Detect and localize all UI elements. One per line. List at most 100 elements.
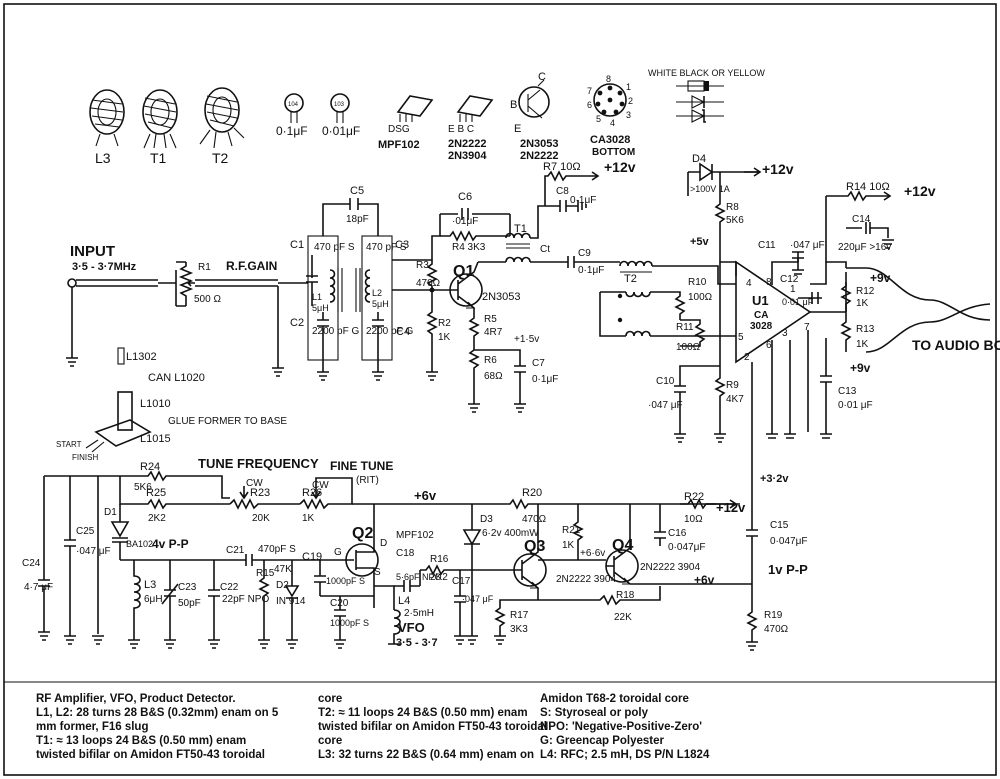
ic-pin-label: 6 (587, 100, 592, 110)
u1-pin: 2 (744, 352, 750, 363)
q4-transistor (605, 504, 660, 585)
r6-value: 68Ω (484, 371, 503, 382)
t1-label: T1 (514, 223, 527, 235)
v6-label: +6v (414, 488, 437, 503)
c2-value: 2200 pF G (312, 326, 359, 337)
r12-value: 1K (856, 298, 869, 309)
c5-value: 18pF (346, 214, 369, 225)
r5-resistor (468, 312, 480, 344)
ground-symbol (466, 634, 478, 645)
ground-symbol (514, 402, 526, 413)
r8-value: 5K6 (726, 215, 744, 226)
r15-value: 47K (274, 564, 292, 575)
c25-capacitor (64, 476, 76, 634)
u1-ic-amplifier (735, 260, 812, 364)
q1-type: 2N3053 (482, 291, 521, 303)
note-line: T2: ≈ 11 loops 24 B&S (0.50 mm) enam (318, 707, 528, 719)
l1-label: L1 (312, 292, 322, 302)
ground-symbol (64, 634, 76, 645)
c1-value: 470 pF S (314, 242, 355, 253)
arrow (744, 167, 762, 177)
r11-label: R11 (676, 322, 694, 333)
t2-transformer (599, 260, 680, 337)
r12-resistor (840, 282, 852, 312)
c24-value: 4·7 μF (24, 582, 53, 593)
can-pin-e: E (514, 123, 521, 135)
r19-resistor (746, 608, 758, 640)
c10-value: ·047 μF (648, 400, 683, 411)
note-line: G: Greencap Polyester (540, 735, 664, 747)
r23-potentiometer[interactable] (229, 486, 300, 510)
c13-value: 0·01 μF (838, 400, 873, 411)
d4-label: D4 (692, 153, 706, 165)
l1302-label: L1302 (126, 351, 157, 363)
toroid-l3-icon (89, 89, 125, 147)
diode-legend-icon (676, 80, 724, 123)
note-line: T1: ≈ 13 loops 24 B&S (0.50 mm) enam (36, 735, 247, 747)
r20-label: R20 (522, 487, 542, 499)
r14-label: R14 10Ω (846, 181, 890, 193)
ground-symbol (388, 640, 400, 645)
transistor-name-2: 2N3904 (448, 150, 487, 162)
c2-capacitor (317, 312, 329, 360)
q4-type: 2N2222 3904 (640, 562, 700, 573)
c11-value: ·047 μF (790, 240, 825, 251)
c1-capacitor (306, 255, 318, 306)
u1-pin: 4 (746, 278, 752, 289)
wire (825, 196, 847, 312)
input-freq-label: 3·5 - 3·7MHz (72, 261, 137, 273)
v6-label: +6v (694, 573, 715, 587)
r26-potentiometer[interactable] (299, 477, 353, 510)
cap-103-value: 0·01μF (322, 124, 360, 138)
coax-cable (195, 279, 278, 287)
ground-symbol (164, 639, 176, 649)
c17-capacitor (454, 570, 466, 634)
ic-pin-label: 7 (587, 86, 592, 96)
ground-symbol (317, 371, 329, 381)
input-coax-connector[interactable] (67, 278, 158, 355)
note-line: NPO: 'Negative-Positive-Zero' (540, 721, 703, 733)
u1-pin: 8 (766, 277, 772, 288)
q2-type: MPF102 (396, 530, 434, 541)
c16-value: 0·047μF (668, 542, 705, 553)
u1-pin: 7 (804, 322, 810, 333)
t2-icon-label: T2 (212, 150, 229, 166)
wire (322, 360, 379, 372)
c18-value: 5·6pF NPO (396, 572, 442, 582)
source-label: S (374, 567, 381, 578)
c24-capacitor (38, 476, 50, 630)
note-line: twisted bifilar on Amidon FT50-43 toroid… (36, 749, 265, 761)
c9-value: 0·1μF (578, 265, 604, 276)
c20-value: 1000pF S (330, 618, 369, 628)
r16-label: R16 (430, 554, 449, 565)
ground-symbol (746, 640, 758, 651)
c21-value: 470pF S (258, 544, 296, 555)
c18-label: C18 (396, 548, 415, 559)
c16-capacitor (654, 504, 666, 546)
ic-pinout-view: BOTTOM (592, 147, 635, 158)
parts-notes: RF Amplifier, VFO, Product Detector. L1,… (36, 692, 976, 774)
audio-board-label: TO AUDIO BOARD (912, 337, 1000, 353)
r9-resistor (714, 262, 726, 432)
r24-resistor (120, 470, 230, 499)
r19-label: R19 (764, 610, 783, 621)
c4-label: C4 (396, 326, 410, 338)
r25-resistor (119, 476, 230, 510)
wire (374, 585, 395, 610)
r1-potentiometer[interactable] (176, 261, 195, 307)
d1-label: D1 (104, 507, 117, 518)
vpp-label: 4v P-P (152, 537, 189, 551)
r2-resistor (426, 290, 438, 370)
r18-value: 22K (614, 612, 632, 623)
r26-value: 1K (302, 513, 315, 524)
d3-zener-diode (462, 504, 482, 634)
note-line: core (318, 693, 343, 705)
r10-value: 100Ω (688, 292, 713, 303)
c3-label: C3 (395, 239, 409, 251)
ic-pinout-icon (593, 83, 627, 117)
c18-capacitor (394, 580, 420, 592)
q1-transistor (449, 261, 483, 312)
ceramic-cap-103-icon (330, 93, 350, 123)
c9-label: C9 (578, 248, 591, 259)
q1-label: Q1 (453, 263, 474, 280)
